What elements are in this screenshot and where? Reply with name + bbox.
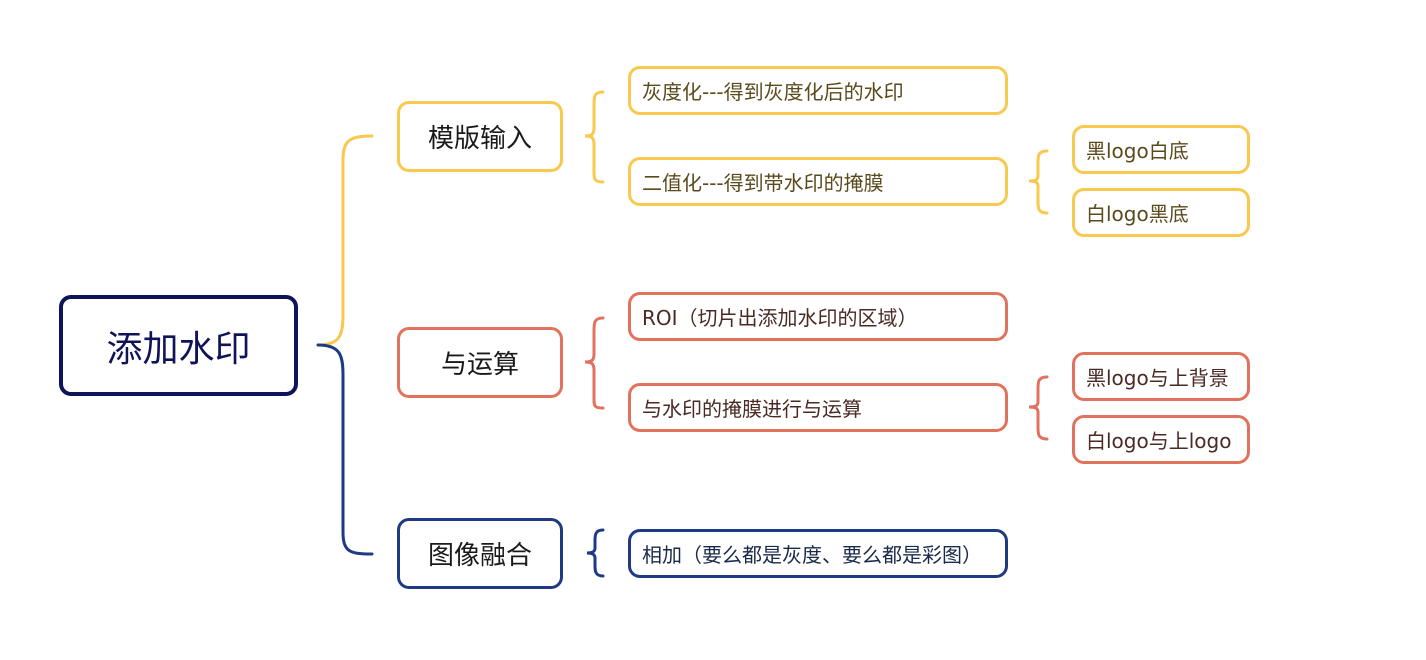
leaf-binarize[interactable]: 二值化---得到带水印的掩膜 (628, 157, 1008, 206)
leaf-label: 灰度化---得到灰度化后的水印 (642, 80, 904, 104)
leaf-label: 黑logo白底 (1086, 139, 1189, 163)
leaf-label: 与水印的掩膜进行与运算 (642, 397, 862, 421)
leaf-white-logo-black-bg[interactable]: 白logo黑底 (1072, 188, 1250, 237)
leaf-black-logo-and-bg[interactable]: 黑logo与上背景 (1072, 352, 1250, 401)
leaf-white-logo-and-logo[interactable]: 白logo与上logo (1072, 415, 1250, 464)
brace-and-mask-children (1028, 375, 1049, 441)
brace-branch-1 (584, 90, 605, 184)
brace-branch-2 (584, 316, 605, 410)
leaf-label: 相加（要么都是灰度、要么都是彩图） (642, 543, 982, 567)
brace-branch-3 (586, 528, 605, 578)
leaf-add[interactable]: 相加（要么都是灰度、要么都是彩图） (628, 529, 1008, 578)
leaf-grayscale[interactable]: 灰度化---得到灰度化后的水印 (628, 66, 1008, 115)
branch-and-operation[interactable]: 与运算 (397, 327, 563, 398)
connector-root-to-branch-1 (316, 134, 374, 347)
leaf-label: 白logo与上logo (1086, 429, 1232, 453)
leaf-label: 白logo黑底 (1086, 202, 1189, 226)
root-label: 添加水印 (106, 328, 251, 370)
branch-image-fusion[interactable]: 图像融合 (397, 518, 563, 589)
leaf-label: 二值化---得到带水印的掩膜 (642, 171, 884, 195)
branch-template-input[interactable]: 模版输入 (397, 101, 563, 172)
branch-label: 模版输入 (427, 124, 532, 154)
leaf-roi[interactable]: ROI（切片出添加水印的区域） (628, 292, 1008, 341)
leaf-label: 黑logo与上背景 (1086, 366, 1229, 390)
connector-root-to-branch-2 (316, 343, 374, 556)
brace-binarize-children (1028, 149, 1049, 215)
branch-label: 图像融合 (427, 541, 532, 571)
leaf-label: ROI（切片出添加水印的区域） (642, 306, 918, 330)
leaf-black-logo-white-bg[interactable]: 黑logo白底 (1072, 125, 1250, 174)
leaf-and-with-mask[interactable]: 与水印的掩膜进行与运算 (628, 383, 1008, 432)
branch-label: 与运算 (440, 350, 519, 380)
root-node[interactable]: 添加水印 (59, 295, 298, 396)
